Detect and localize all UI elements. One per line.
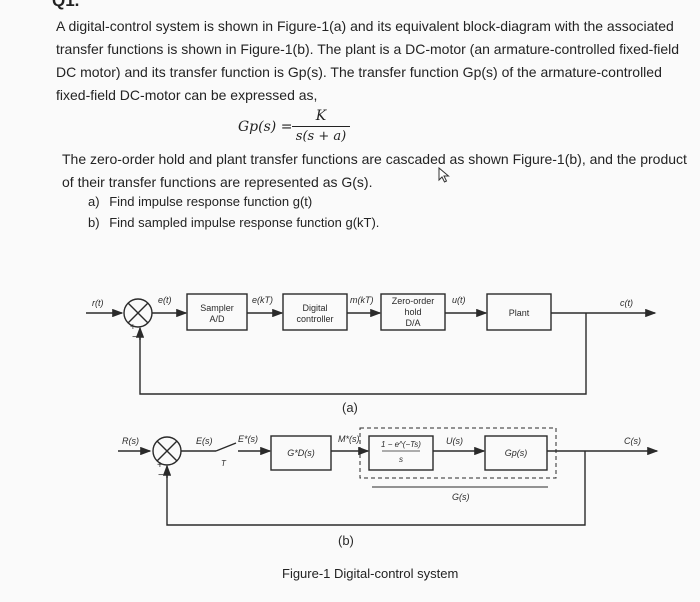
fig-b-sum-cross-2	[156, 440, 178, 462]
equation-denominator: s(s + a)	[295, 129, 347, 144]
fig-b-group-label: G(s)	[452, 492, 470, 502]
fig-b-plus-sign: +	[157, 460, 163, 471]
task-b: b) Find sampled impulse response functio…	[88, 215, 379, 230]
fig-a-error-label: e(t)	[158, 295, 172, 305]
task-a-text: Find impulse response function g(t)	[109, 194, 313, 209]
body-paragraph: The zero-order hold and plant transfer f…	[62, 151, 687, 190]
fig-a-controller-line1: Digital	[302, 303, 327, 313]
fig-a-hold-line3: D/A	[405, 318, 420, 328]
fig-a-hold-line1: Zero-order	[392, 296, 435, 306]
task-b-text: Find sampled impulse response function g…	[109, 215, 380, 230]
fig-a-hold-out-label: u(t)	[452, 295, 466, 305]
fig-b-minus-sign: −	[158, 470, 164, 481]
fig-b-group-box	[359, 427, 557, 479]
fig-b-sampler-label: T	[221, 459, 227, 468]
fig-b-plant-block	[484, 435, 548, 471]
fig-a-hold-block	[380, 293, 446, 331]
fig-b-controller-label: G*D(s)	[287, 448, 315, 458]
fig-b-plant-label: Gp(s)	[505, 448, 528, 458]
fig-a-input-label: r(t)	[92, 298, 104, 308]
fig-a-controller-line2: controller	[296, 314, 333, 324]
fig-b-caption: (b)	[338, 533, 354, 548]
figure-caption: Figure-1 Digital-control system	[282, 566, 459, 581]
fig-b-controller-out-label: M*(s)	[338, 434, 360, 444]
fig-a-minus-sign: −	[132, 332, 138, 343]
fig-a-controller-out-label: m(kT)	[350, 295, 374, 305]
task-a: a) Find impulse response function g(t)	[88, 194, 312, 209]
equation-fraction: K s(s + a)	[292, 108, 350, 145]
fig-a-sampler-line2: A/D	[209, 314, 225, 324]
fig-a-sum-cross-2	[127, 302, 149, 324]
fig-b-hold-out-label: U(s)	[446, 436, 463, 446]
fig-b-hold-block	[368, 435, 434, 471]
fig-a-controller-block	[282, 293, 348, 331]
fig-a-plus-sign: +	[130, 322, 136, 333]
fig-a-output-label: c(t)	[620, 298, 633, 308]
fig-b-feedback-line	[166, 451, 586, 526]
fig-b-hold-denominator: s	[399, 455, 403, 464]
fig-b-error-label: E(s)	[196, 436, 213, 446]
equation-lhs: Gp(s) =	[238, 119, 293, 135]
task-b-label: b)	[88, 215, 100, 230]
fig-b-sampler-switch	[215, 442, 237, 452]
fig-a-sampled-error-label: e(kT)	[252, 295, 273, 305]
intro-paragraph: A digital-control system is shown in Fig…	[56, 18, 679, 103]
fig-a-hold-line2: hold	[404, 307, 421, 317]
fig-a-caption: (a)	[342, 400, 358, 415]
task-a-label: a)	[88, 194, 100, 209]
fig-a-plant-block	[486, 293, 552, 331]
fig-b-sampled-error-label: E*(s)	[238, 434, 258, 444]
fig-b-hold-numerator: 1 − e^(−Ts)	[381, 440, 421, 449]
mouse-cursor-icon	[438, 167, 450, 183]
question-number: Q1.	[52, 0, 80, 10]
fig-b-output-label: C(s)	[624, 436, 641, 446]
fig-a-sampler-block	[186, 293, 248, 331]
equation-numerator: K	[315, 108, 327, 124]
fig-b-input-label: R(s)	[122, 436, 139, 446]
fig-b-controller-block	[270, 435, 332, 471]
fig-a-sampler-line1: Sampler	[200, 303, 234, 313]
fig-a-plant-label: Plant	[509, 308, 530, 318]
fig-a-feedback-line	[139, 313, 587, 395]
fraction-bar	[292, 126, 350, 127]
